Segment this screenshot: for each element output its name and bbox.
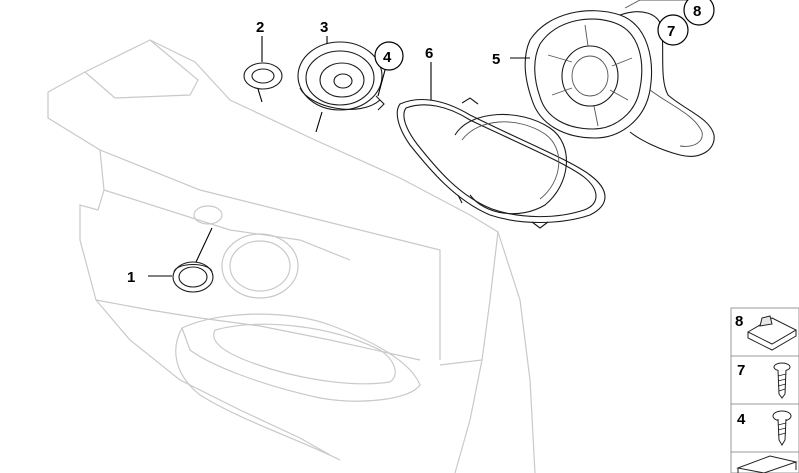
part-1-grommet xyxy=(172,261,214,293)
callout-3: 3 xyxy=(320,19,328,36)
legend-8-label: 8 xyxy=(735,313,743,330)
clip-nut-icon xyxy=(746,315,798,351)
callout-8: 8 xyxy=(693,3,701,20)
part-2-ring xyxy=(243,62,283,90)
foam-pad-icon xyxy=(736,455,798,473)
callout-2: 2 xyxy=(256,19,264,36)
leader-2b xyxy=(257,88,263,103)
legend-4-label: 4 xyxy=(737,411,746,428)
door-trim-panel xyxy=(47,39,536,473)
callout-4: 4 xyxy=(383,49,392,66)
legend-panel: 8 7 4 xyxy=(730,307,799,473)
legend-7-label: 7 xyxy=(737,362,745,379)
leader-1b xyxy=(195,227,213,263)
leader-3b xyxy=(315,111,323,133)
leader-4 xyxy=(377,69,386,97)
callout-7: 7 xyxy=(667,23,675,40)
screw-icon xyxy=(773,362,791,399)
callout-7-circle: 7 xyxy=(657,14,689,46)
callout-5: 5 xyxy=(492,51,500,68)
part-6-woofer-frame xyxy=(396,97,606,229)
callout-1: 1 xyxy=(127,269,135,286)
clip-fragment xyxy=(624,0,690,9)
callout-6: 6 xyxy=(425,45,433,62)
washer-screw-icon xyxy=(772,410,792,446)
callout-4-circle: 4 xyxy=(374,41,404,71)
part-3-speaker xyxy=(297,41,385,111)
callout-8-circle: 8 xyxy=(683,0,715,26)
